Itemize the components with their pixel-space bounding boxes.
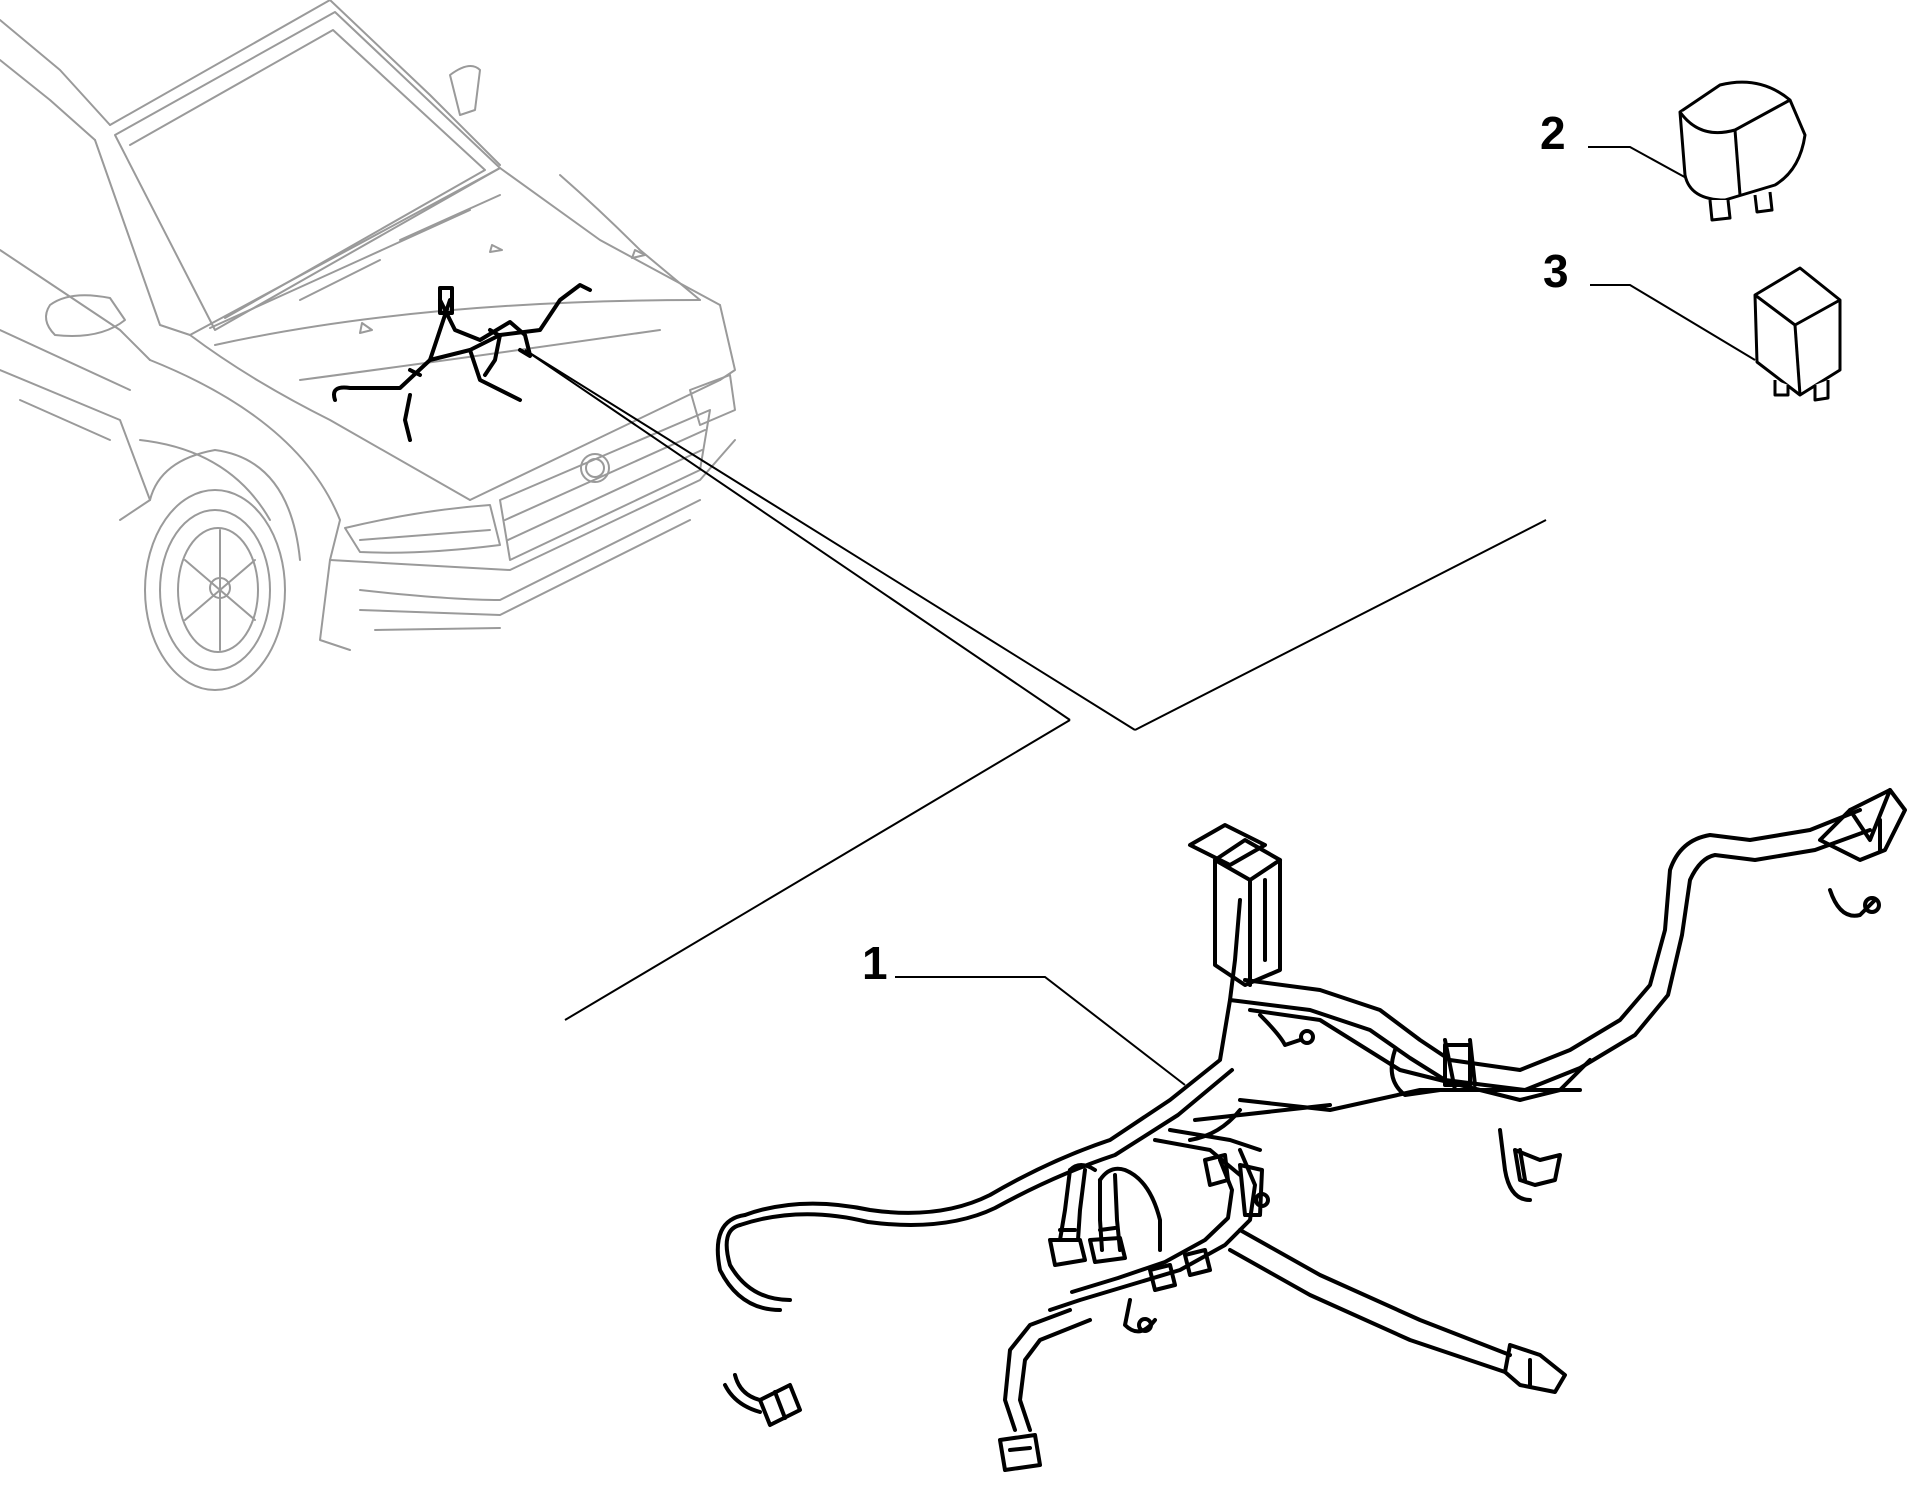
relay-small-drawing (1753, 266, 1842, 402)
relay-large-drawing (1678, 80, 1807, 222)
callout-1: 1 (862, 937, 888, 989)
callout-3: 3 (1543, 245, 1569, 297)
leader-lines (524, 349, 1547, 1021)
callout-2: 2 (1540, 107, 1566, 159)
car-outline (0, 0, 736, 691)
callout-leaders (895, 146, 1756, 1086)
harness-detail-drawing (715, 788, 1907, 1472)
harness-on-car (332, 283, 592, 442)
